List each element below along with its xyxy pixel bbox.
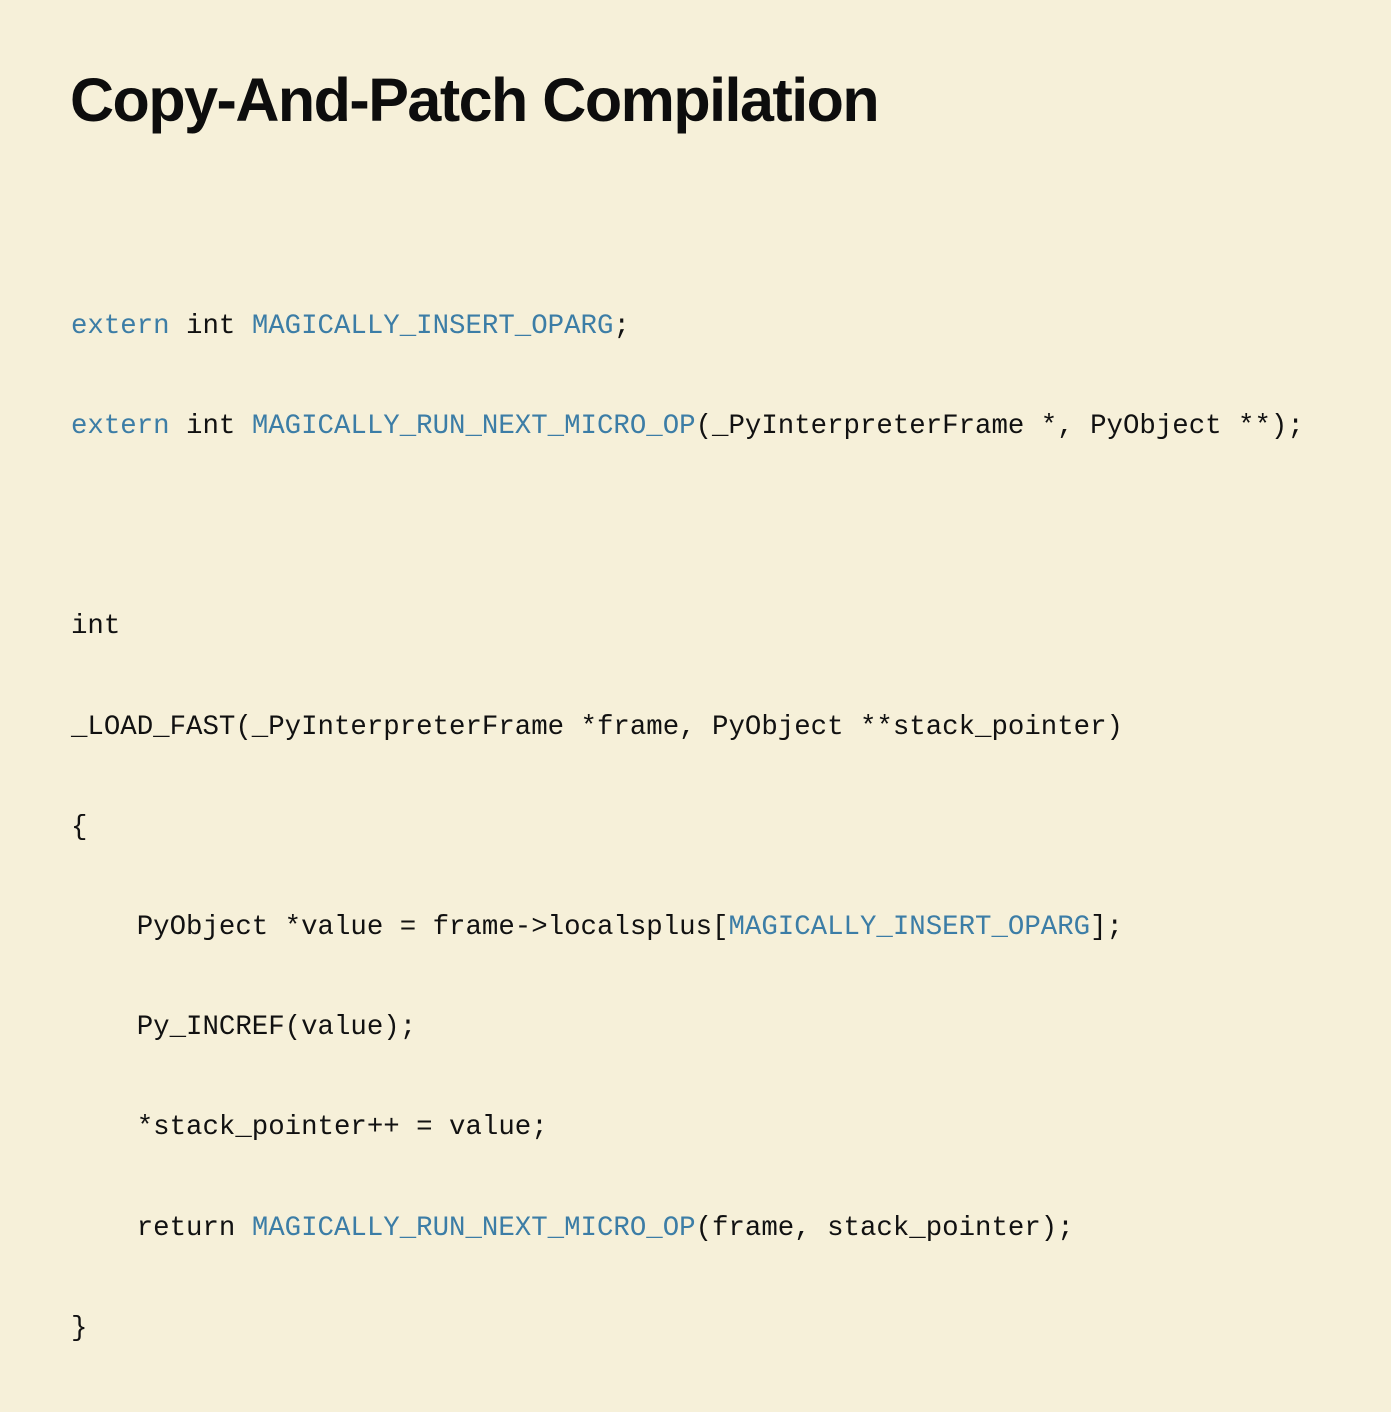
code-text: (frame, stack_pointer); — [695, 1212, 1074, 1244]
symbol-insert-oparg: MAGICALLY_INSERT_OPARG — [728, 912, 1091, 944]
extern-keyword: extern — [71, 310, 170, 342]
type-int: int — [169, 411, 252, 443]
code-line-return: return MAGICALLY_RUN_NEXT_MICRO_OP(frame… — [71, 1212, 1304, 1245]
code-line-value-assign: PyObject *value = frame->localsplus[MAGI… — [71, 911, 1304, 944]
code-line-close-brace: } — [71, 1312, 88, 1344]
code-line-extern-oparg: extern int MAGICALLY_INSERT_OPARG; — [71, 310, 1304, 343]
code-text: ]; — [1090, 912, 1123, 944]
function-signature: (_PyInterpreterFrame *, PyObject **); — [695, 411, 1304, 443]
code-block: extern int MAGICALLY_INSERT_OPARG; exter… — [71, 243, 1304, 1412]
type-int: int — [169, 310, 252, 342]
code-line-stack-push: *stack_pointer++ = value; — [71, 1112, 548, 1144]
code-text: return — [71, 1212, 252, 1244]
symbol-run-next-micro-op: MAGICALLY_RUN_NEXT_MICRO_OP — [251, 411, 696, 443]
symbol-run-next-micro-op: MAGICALLY_RUN_NEXT_MICRO_OP — [251, 1212, 696, 1244]
code-line-blank — [71, 510, 1304, 543]
extern-keyword: extern — [71, 411, 170, 443]
code-punctuation: ; — [613, 310, 630, 342]
code-line-extern-run-next: extern int MAGICALLY_RUN_NEXT_MICRO_OP(_… — [71, 410, 1304, 443]
code-text: PyObject *value = frame->localsplus[ — [71, 912, 729, 944]
code-line-return-type: int — [71, 611, 121, 643]
slide-title: Copy-And-Patch Compilation — [70, 66, 880, 134]
code-line-incref: Py_INCREF(value); — [71, 1012, 417, 1044]
code-line-open-brace: { — [71, 811, 88, 843]
code-line-function-header: _LOAD_FAST(_PyInterpreterFrame *frame, P… — [71, 711, 1123, 743]
slide: Copy-And-Patch Compilation extern int MA… — [70, 66, 1304, 1344]
symbol-insert-oparg: MAGICALLY_INSERT_OPARG — [251, 310, 614, 342]
